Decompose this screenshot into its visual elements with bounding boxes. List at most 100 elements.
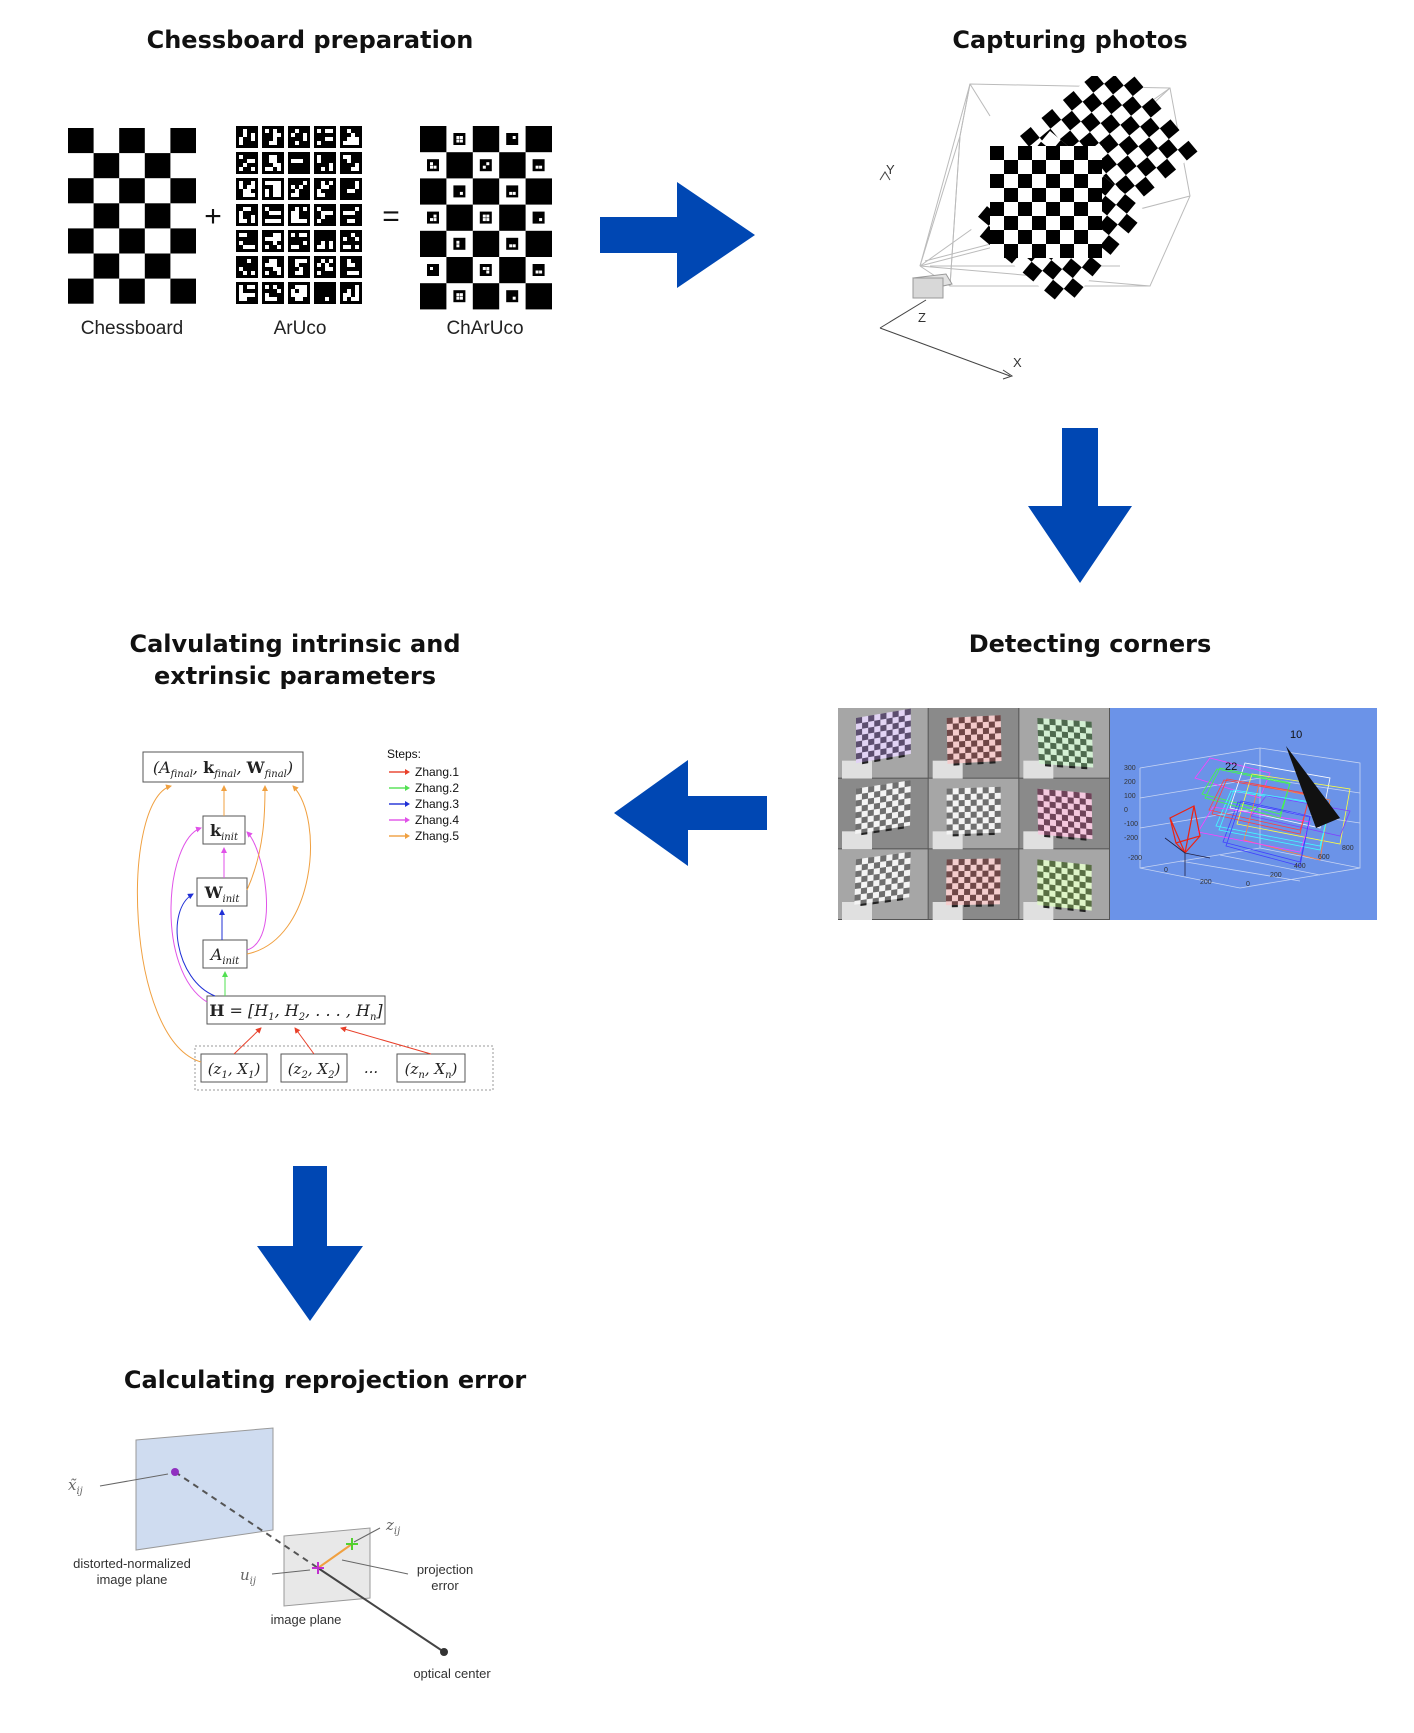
detection-image	[838, 849, 928, 920]
charuco-square	[472, 230, 500, 257]
chess-square	[93, 253, 120, 279]
chess-square	[170, 178, 196, 204]
chess-square	[68, 178, 94, 204]
plus-sign: +	[204, 200, 222, 233]
charuco-square	[472, 126, 500, 153]
obs-1-text: (z1, X1)	[208, 1060, 261, 1081]
z-ij-label: zij	[385, 1516, 400, 1537]
aruco-marker	[314, 282, 336, 304]
axis-y-label: Y	[886, 162, 895, 177]
w-init-box	[196, 877, 248, 907]
legend-item: Zhang.2	[389, 781, 459, 795]
chess-square	[170, 228, 196, 254]
detection-image	[928, 849, 1019, 920]
obs-1-box	[200, 1053, 268, 1083]
chess-square	[93, 153, 120, 179]
chess-square	[144, 203, 171, 229]
z-tick-label: -200	[1128, 855, 1142, 862]
legend-label: Zhang.3	[415, 797, 459, 811]
charuco-marker	[506, 290, 519, 303]
aruco-marker	[288, 282, 310, 304]
capture-scene: X Y Z	[879, 76, 1198, 380]
chess-square	[119, 278, 145, 304]
reprojection-diagram: x̃ij zij uij distorted-normalized image …	[68, 1427, 491, 1681]
extrinsic-plane	[1215, 790, 1331, 847]
z-tick-label: 200	[1200, 879, 1212, 886]
distorted-plane-label-1: distorted-normalized	[73, 1556, 191, 1571]
chess-square	[68, 228, 94, 254]
aruco-marker	[262, 152, 284, 174]
charuco-square	[446, 204, 473, 231]
camera-icon	[912, 273, 953, 299]
y-tick-label: -100	[1124, 821, 1138, 828]
aruco-marker	[288, 256, 310, 278]
z-tick-label: 0	[1164, 867, 1168, 874]
aruco-marker	[262, 230, 284, 252]
extrinsic-plane	[1236, 773, 1351, 845]
legend-label: Zhang.1	[415, 765, 459, 779]
observations-group	[194, 1045, 494, 1091]
x-tick-label: 800	[1342, 845, 1354, 852]
arrow-left	[614, 760, 767, 866]
legend-item: Zhang.1	[389, 765, 459, 779]
legend-label: Zhang.4	[415, 813, 459, 827]
chess-square	[119, 228, 145, 254]
x-tick-label: 600	[1318, 854, 1330, 861]
homography-text: H = [H1, H2, . . . , Hn]	[209, 1001, 383, 1023]
legend-item: Zhang.3	[389, 797, 459, 811]
aruco-marker	[288, 152, 310, 174]
aruco-marker	[262, 178, 284, 200]
aruco-marker	[340, 126, 362, 148]
charuco-marker	[427, 264, 439, 276]
aruco-marker	[262, 282, 284, 304]
charuco-marker	[506, 237, 519, 250]
aruco-marker	[340, 230, 362, 252]
aruco-marker	[236, 152, 258, 174]
title-line-2: extrinsic parameters	[153, 662, 437, 690]
title-detecting-corners: Detecting corners	[968, 630, 1212, 658]
detection-image	[928, 778, 1019, 850]
title-reprojection-error: Calculating reprojection error	[123, 1366, 527, 1394]
charuco-marker	[479, 159, 492, 172]
charuco-square	[525, 230, 552, 257]
charuco-square	[446, 257, 473, 284]
x-tick-label: 400	[1294, 863, 1306, 870]
aruco-marker	[236, 230, 258, 252]
u-ij-label: uij	[240, 1566, 256, 1587]
aruco-marker	[288, 178, 310, 200]
legend-label: Zhang.2	[415, 781, 459, 795]
charuco-square	[525, 178, 552, 205]
charuco-marker	[427, 211, 439, 224]
y-tick-label: 300	[1124, 765, 1136, 772]
distorted-plane	[135, 1427, 274, 1551]
aruco-marker	[236, 256, 258, 278]
aruco-marker	[340, 204, 362, 226]
aruco-marker	[314, 126, 336, 148]
aruco-marker	[314, 178, 336, 200]
charuco-square	[525, 126, 552, 153]
aruco-marker	[288, 230, 310, 252]
chess-square	[68, 128, 94, 154]
title-calculating-parameters: Calvulating intrinsic and extrinsic para…	[95, 628, 495, 692]
charuco-label: ChArUco	[446, 318, 524, 339]
title-chessboard-preparation: Chessboard preparation	[146, 26, 474, 54]
arrow-right	[600, 182, 755, 288]
detected-images-panel	[838, 708, 1110, 920]
detection-image	[1019, 849, 1109, 920]
obs-ellipsis: ...	[364, 1059, 378, 1077]
projection-error-label-2: error	[431, 1578, 459, 1593]
obs-n-text: (zn, Xn)	[405, 1060, 458, 1081]
legend-label: Zhang.5	[415, 829, 459, 843]
zhang-diagram: (Afinal, kfinal, Wfinal) kinit Winit Ain…	[137, 747, 494, 1091]
arrow-down-1	[1028, 428, 1132, 583]
aruco-marker	[288, 126, 310, 148]
tag-22: 22	[1225, 761, 1237, 773]
charuco-marker	[506, 185, 519, 198]
projection-error-label-1: projection	[417, 1562, 473, 1577]
detection-image	[838, 708, 928, 779]
axis-z-label: Z	[918, 310, 926, 325]
final-params-box	[142, 751, 304, 783]
extrinsic-plane	[1225, 800, 1311, 867]
charuco-square	[420, 178, 447, 205]
optical-center-label: optical center	[413, 1666, 491, 1681]
